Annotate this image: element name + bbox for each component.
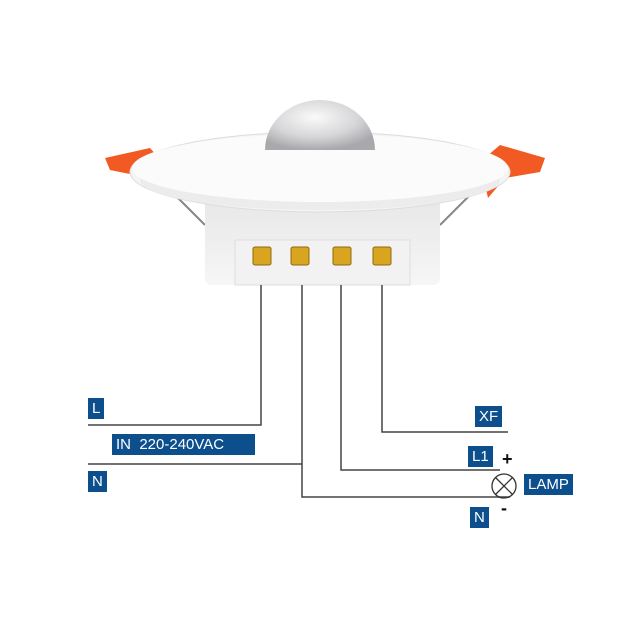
- wire-n-lamp: [301, 285, 510, 498]
- wire-l: [88, 285, 262, 426]
- label-n-output: N: [470, 507, 489, 528]
- pir-dome: [265, 100, 375, 150]
- label-l: L: [88, 398, 105, 419]
- label-xf: XF: [475, 406, 503, 427]
- label-l1: L1: [468, 446, 493, 467]
- wire-l1: [340, 285, 500, 471]
- label-n-input: N: [88, 471, 107, 492]
- wire-xf: [381, 285, 508, 433]
- wires: [88, 285, 510, 498]
- minus-sign: -: [501, 498, 507, 518]
- sensor-device: [105, 100, 545, 286]
- label-lamp: LAMP: [524, 474, 573, 495]
- label-input-voltage: IN 220-240VAC: [112, 434, 255, 455]
- lamp-symbol-icon: [491, 473, 517, 499]
- terminal-block: [252, 246, 392, 266]
- plus-sign: +: [502, 449, 513, 469]
